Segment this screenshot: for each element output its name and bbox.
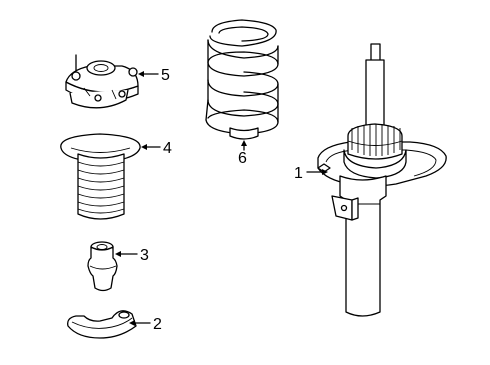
- callout-label-5: 5: [161, 67, 170, 84]
- callout-label-1: 1: [294, 165, 303, 182]
- upper-mount-part: [65, 54, 139, 109]
- callout-2: 2: [129, 316, 162, 333]
- callout-label-4: 4: [163, 140, 172, 157]
- callout-label-6: 6: [238, 150, 247, 167]
- callout-label-3: 3: [140, 247, 149, 264]
- callout-6: 6: [238, 140, 247, 167]
- callout-label-2: 2: [153, 316, 162, 333]
- spring-seat-part: [67, 310, 137, 339]
- callout-3: 3: [115, 247, 149, 264]
- callout-4: 4: [141, 140, 172, 157]
- dust-boot-part: [60, 133, 141, 220]
- bump-stop-part: [87, 241, 118, 292]
- callout-5: 5: [138, 67, 170, 84]
- callout-1: 1: [294, 165, 328, 182]
- strut-part: [317, 43, 447, 317]
- coil-spring-part: [205, 19, 279, 140]
